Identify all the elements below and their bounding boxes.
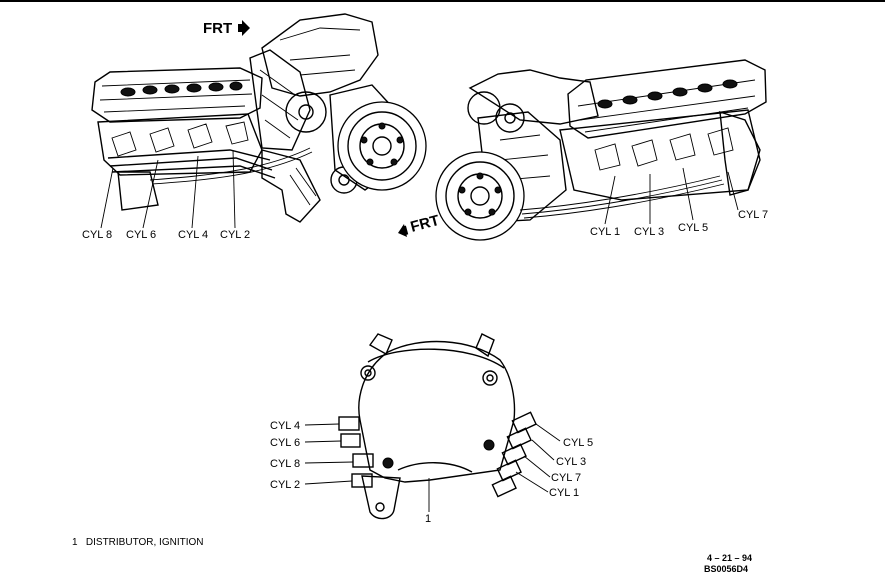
cyl-label: CYL 1 xyxy=(590,226,620,238)
cyl-label: CYL 5 xyxy=(678,222,708,234)
legend-text: DISTRIBUTOR, IGNITION xyxy=(85,537,204,548)
distributor-terminal-label: CYL 8 xyxy=(270,458,300,470)
cyl-label: CYL 3 xyxy=(634,226,664,238)
frt-label-right-engine: FRT xyxy=(409,212,442,236)
right-engine-cylinder-labels: CYL 1 CYL 3 CYL 5 CYL 7 xyxy=(590,209,768,238)
frt-arrow-right-engine: FRT xyxy=(398,212,441,237)
distributor-callout-number: 1 xyxy=(425,513,431,525)
right-engine-leaders xyxy=(604,167,739,225)
legend-item: 1 DISTRIBUTOR, IGNITION xyxy=(72,537,204,548)
distributor-terminal-label: CYL 7 xyxy=(551,472,581,484)
distributor-illustration xyxy=(338,333,537,520)
distributor-left-labels: CYL 4 CYL 6 CYL 8 CYL 2 xyxy=(270,420,300,491)
left-engine-leaders xyxy=(100,149,236,229)
distributor-terminal-label: CYL 4 xyxy=(270,420,300,432)
frt-arrow-left-engine: FRT xyxy=(203,20,250,37)
top-border-line xyxy=(0,0,885,2)
footer-date: 4 – 21 – 94 xyxy=(707,553,753,563)
cyl-label: CYL 2 xyxy=(220,229,250,241)
distributor-right-labels: CYL 5 CYL 3 CYL 7 CYL 1 xyxy=(549,437,593,499)
right-engine-illustration xyxy=(435,59,767,241)
legend-number: 1 xyxy=(72,537,78,548)
distributor-terminal-label: CYL 1 xyxy=(549,487,579,499)
left-engine-illustration xyxy=(91,13,427,223)
footer-figure-id: BS0056D4 xyxy=(704,564,749,574)
distributor-terminal-label: CYL 3 xyxy=(556,456,586,468)
distributor-leaders xyxy=(304,423,561,512)
left-engine-cylinder-labels: CYL 8 CYL 6 CYL 4 CYL 2 xyxy=(82,229,250,241)
frt-label-left-engine: FRT xyxy=(203,20,232,37)
distributor-terminal-label: CYL 2 xyxy=(270,479,300,491)
distributor-terminal-label: CYL 5 xyxy=(563,437,593,449)
distributor-terminal-label: CYL 6 xyxy=(270,437,300,449)
cyl-label: CYL 7 xyxy=(738,209,768,221)
cyl-label: CYL 8 xyxy=(82,229,112,241)
cyl-label: CYL 4 xyxy=(178,229,208,241)
cyl-label: CYL 6 xyxy=(126,229,156,241)
